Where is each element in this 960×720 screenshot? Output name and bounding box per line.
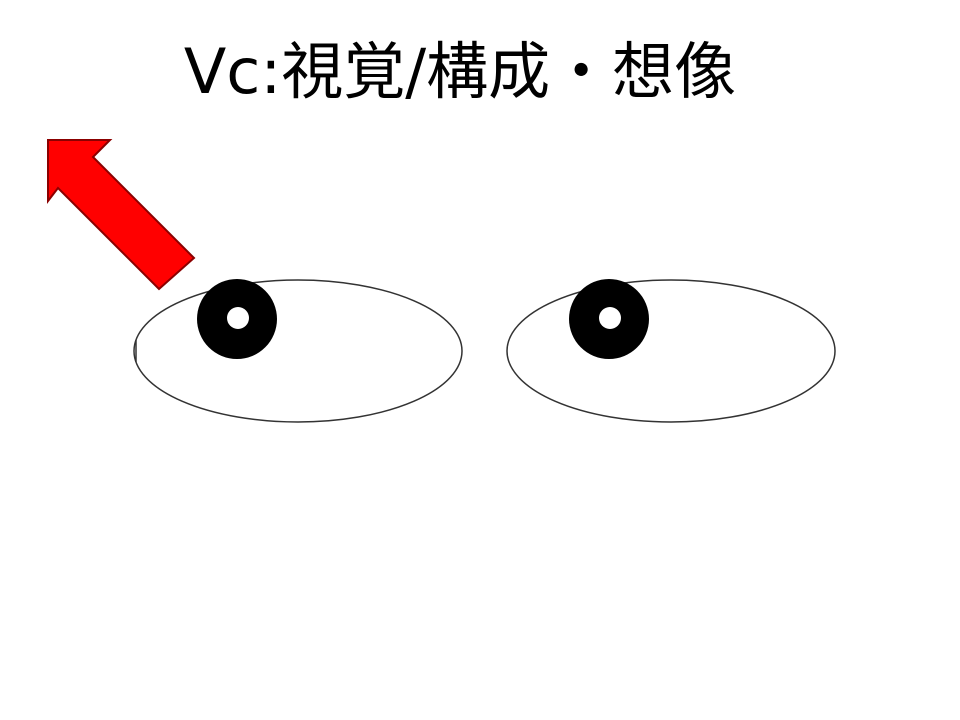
right-eye-highlight xyxy=(599,307,621,329)
slide-title: Vc:視覚/構成・想像 xyxy=(183,35,737,108)
left-eye-highlight xyxy=(227,307,249,329)
left-eye xyxy=(133,279,463,423)
left-eye-outline xyxy=(133,279,463,423)
gaze-direction-arrow xyxy=(47,139,196,291)
right-eye-outline xyxy=(506,279,836,423)
right-eye xyxy=(506,279,836,423)
